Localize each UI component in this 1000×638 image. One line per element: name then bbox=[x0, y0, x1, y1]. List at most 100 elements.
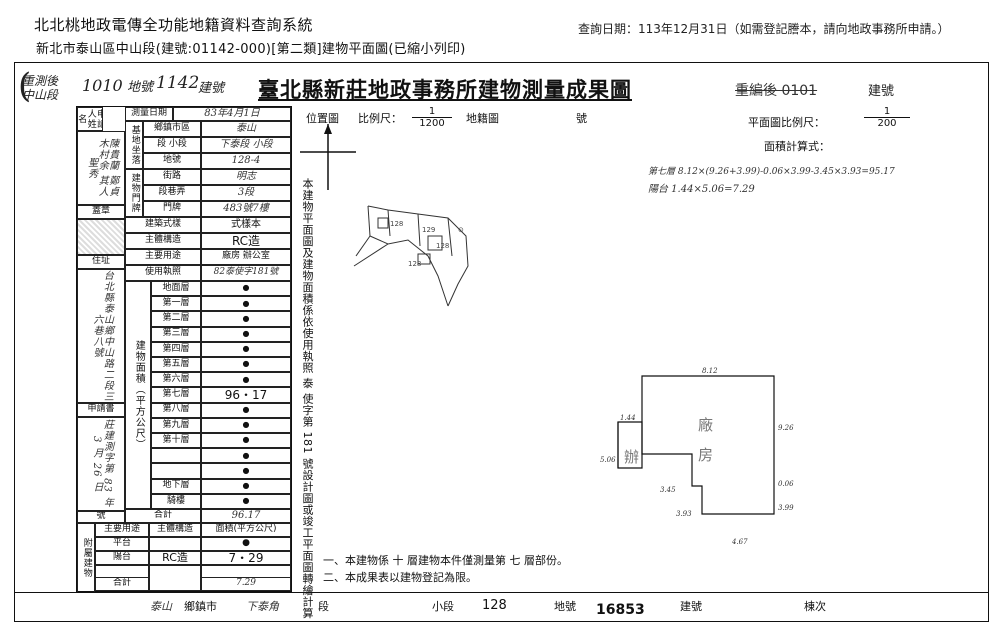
floor-name: 第十層 bbox=[151, 433, 201, 449]
stamp-building-number: 1142 bbox=[156, 73, 200, 93]
system-title: 北北桃地政電傳全功能地籍資料查詢系統 bbox=[34, 16, 314, 34]
floor-name bbox=[151, 463, 201, 479]
document-title: 臺北縣新莊地政事務所建物測量成果圖 bbox=[258, 77, 632, 102]
floor-name: 第六層 bbox=[151, 372, 201, 388]
seal-area bbox=[77, 219, 125, 255]
position-scale-numerator: 1 bbox=[428, 106, 436, 117]
svg-text:128: 128 bbox=[390, 220, 403, 228]
address-text: 台北縣泰山鄉中山路二段三六巷八號 bbox=[77, 269, 125, 403]
floor-plan-drawing: 8.12 1.44 9.26 5.06 0.06 3.45 3.99 3.93 … bbox=[600, 367, 794, 546]
address-label: 住址 bbox=[77, 255, 125, 269]
floor-name: 騎樓 bbox=[151, 493, 201, 509]
footer-land-label: 地號 bbox=[554, 600, 576, 613]
section-label: 段 小段 bbox=[143, 137, 201, 153]
dim-step: 0.06 bbox=[778, 480, 794, 488]
floor-name: 第四層 bbox=[151, 341, 201, 357]
annex-row-struct bbox=[149, 537, 201, 551]
survey-sheet bbox=[14, 62, 989, 622]
floor-area: ● bbox=[201, 281, 291, 297]
use-label: 主要用途 bbox=[125, 249, 201, 265]
footer-township-label: 鄉鎮市 bbox=[184, 600, 217, 613]
section-value: 下泰段 小段 bbox=[201, 137, 291, 153]
land-location-label: 基地坐落 bbox=[125, 121, 143, 169]
title-suffix: 建號 bbox=[868, 84, 895, 99]
note-2: 二、本成果表以建物登記為限。 bbox=[323, 571, 477, 584]
stamp-line1: 重測後 bbox=[22, 74, 59, 88]
structure-value: RC造 bbox=[201, 233, 291, 249]
handwritten-stamp: ( 重測後 中山段 1010 地號 1142 建號 bbox=[18, 66, 225, 106]
floor-area: ● bbox=[201, 493, 291, 509]
annex-use-label: 主要用途 bbox=[95, 523, 149, 537]
street-label: 街路 bbox=[143, 169, 201, 185]
township-label: 鄉鎮市區 bbox=[143, 121, 201, 137]
area-calc-label: 面積計算式： bbox=[764, 140, 830, 153]
township-value: 泰山 bbox=[201, 121, 291, 137]
floor-name: 第五層 bbox=[151, 357, 201, 373]
survey-table: 申請人姓名 陳貴蘭 鄭貞 木村余 其人 聖秀 蓋章 住址 台北縣泰山鄉中山路二段… bbox=[76, 106, 292, 593]
survey-date-label: 測量日期 bbox=[125, 107, 173, 121]
seal-label: 蓋章 bbox=[77, 205, 125, 219]
footer-bar: 泰山 鄉鎮市 下泰角 段 小段 128 地號 16853 建號 棟次 bbox=[150, 596, 970, 618]
room-label-1: 辦 bbox=[624, 448, 639, 466]
survey-date-value: 83年4月1日 bbox=[173, 107, 291, 121]
dim-inner: 3.45 bbox=[660, 486, 676, 494]
area-calc-line2: 陽台 1.44×5.06=7.29 bbox=[648, 184, 755, 195]
footer-land-value: 16853 bbox=[596, 602, 645, 618]
svg-text:129: 129 bbox=[422, 226, 435, 234]
position-scale-label: 比例尺： bbox=[358, 112, 402, 125]
total-label: 合計 bbox=[125, 509, 201, 523]
dim-balcony: 1.44 bbox=[620, 414, 636, 422]
plan-basis-note: 本建物平面圖及建物面積係依使用執照 泰 使字第 181 號設計圖或竣工平面圖轉繪… bbox=[301, 178, 314, 619]
plan-scale-denominator: 200 bbox=[864, 117, 910, 129]
structure-label: 主體構造 bbox=[125, 233, 201, 249]
floor-name: 地面層 bbox=[151, 281, 201, 297]
svg-text:⊙: ⊙ bbox=[458, 226, 464, 234]
stamp-land-label: 地號 bbox=[127, 80, 154, 95]
dim-right: 9.26 bbox=[778, 424, 794, 432]
annex-row-struct: RC造 bbox=[149, 551, 201, 565]
floor-area: ● bbox=[201, 402, 291, 418]
lane-label: 段巷弄 bbox=[143, 185, 201, 201]
note-1: 一、本建物係 十 層建物本件僅測量第 七 層部份。 bbox=[323, 554, 568, 567]
svg-text:128: 128 bbox=[408, 260, 421, 268]
footer-land-no: 128 bbox=[482, 598, 507, 613]
floor-name: 第九層 bbox=[151, 417, 201, 433]
floor-name: 第一層 bbox=[151, 296, 201, 312]
dim-top: 8.12 bbox=[702, 367, 718, 375]
room-label-3: 房 bbox=[698, 446, 713, 464]
floor-name: 第二層 bbox=[151, 311, 201, 327]
application-text: 莊建測字第 83 年 3 月 26 日 bbox=[77, 417, 125, 511]
lane-value: 3段 bbox=[201, 185, 291, 201]
dim-left: 5.06 bbox=[600, 456, 616, 464]
footer-township-value: 泰山 bbox=[150, 600, 172, 613]
position-scale-denominator: 1200 bbox=[412, 117, 452, 129]
floor-area: ● bbox=[201, 311, 291, 327]
area-calc-line1: 第七層 8.12×(9.26+3.99)-0.06×3.99-3.45×3.93… bbox=[648, 167, 895, 177]
floor-name: 第三層 bbox=[151, 326, 201, 342]
position-scale-fraction: 1 1200 bbox=[412, 106, 452, 129]
stamp-building-label: 建號 bbox=[198, 81, 225, 96]
plan-scale-fraction: 1 200 bbox=[864, 106, 910, 129]
floor-name bbox=[151, 448, 201, 464]
door-label: 建物門牌 bbox=[125, 169, 143, 217]
permit-value: 82泰使字181號 bbox=[201, 265, 291, 281]
position-map-label: 位置圖 bbox=[306, 112, 339, 125]
cadastral-label: 地籍圖 bbox=[466, 112, 499, 125]
annex-total-label: 合計 bbox=[95, 577, 149, 591]
floor-name: 第七層 bbox=[151, 387, 201, 403]
application-label: 申請書 bbox=[77, 403, 125, 417]
query-date: 查詢日期：113年12月31日（如需登記謄本，請向地政事務所申請。） bbox=[578, 22, 950, 36]
style-value: 式樣本 bbox=[201, 217, 291, 233]
style-label: 建築式樣 bbox=[125, 217, 201, 233]
north-arrow-icon bbox=[300, 124, 356, 190]
annex-row-area: 7・29 bbox=[201, 551, 291, 565]
footer-building-label: 建號 bbox=[680, 600, 702, 613]
land-no-value: 128-4 bbox=[201, 153, 291, 169]
annex-label: 附屬建物 bbox=[77, 523, 95, 593]
footer-unit-label: 棟次 bbox=[804, 600, 826, 613]
area-label: 建物面積（平方公尺） bbox=[125, 281, 151, 509]
annex-struct-label: 主體構造 bbox=[149, 523, 201, 537]
floor-name: 第八層 bbox=[151, 402, 201, 418]
floor-area: ● bbox=[201, 448, 291, 464]
